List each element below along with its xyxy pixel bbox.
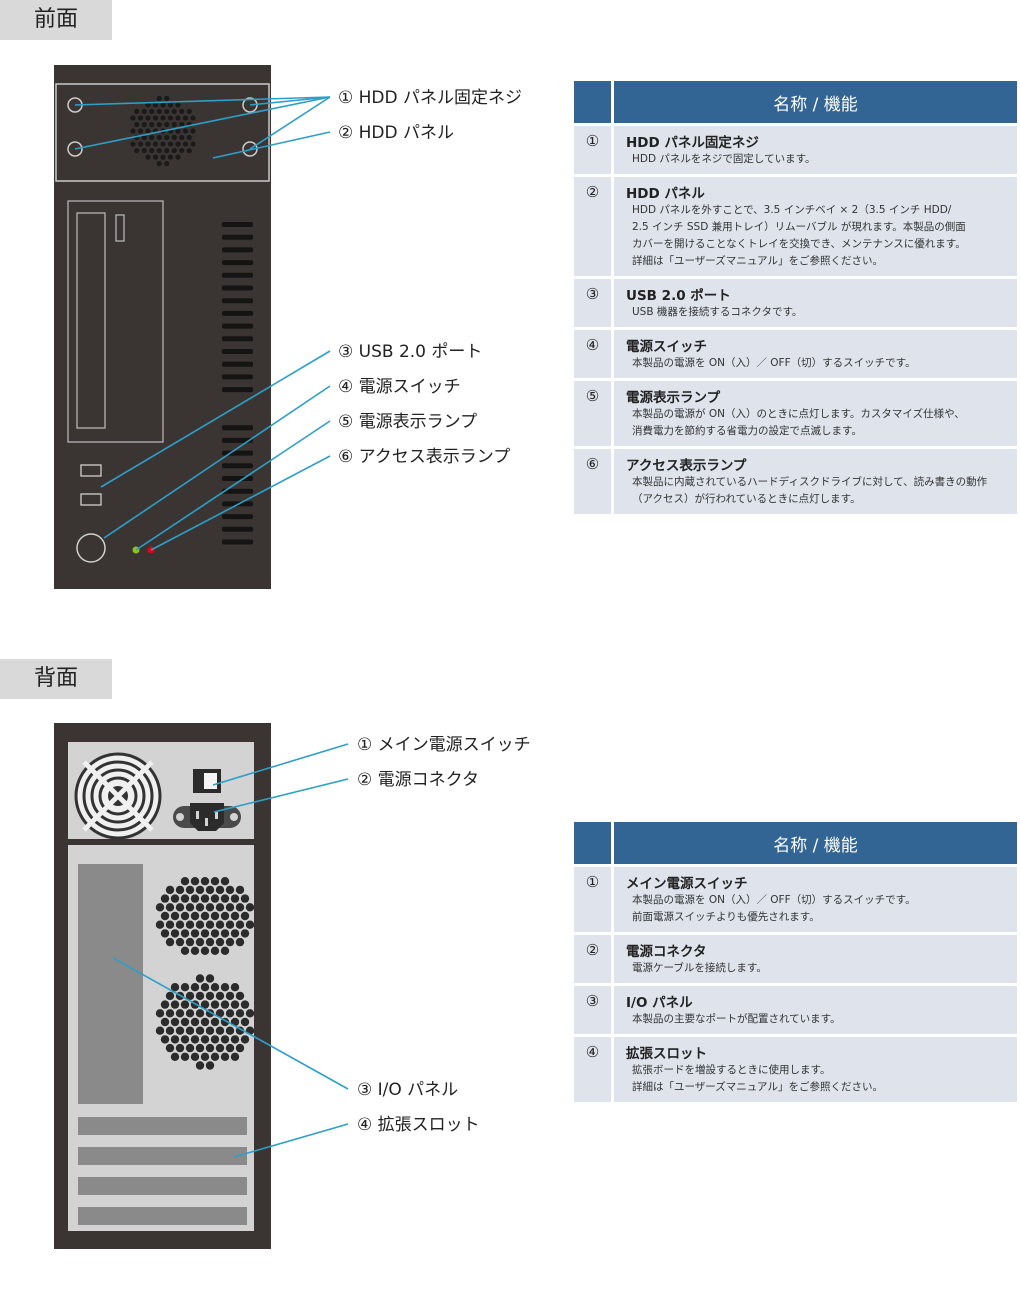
item-description: 本製品に内蔵されているハードディスクドライブに対して、読み書きの動作 （アクセス… <box>632 476 988 505</box>
callout-hdd-panel: ② HDD パネル <box>338 123 454 143</box>
table-row: ⑤ 電源表示ランプ本製品の電源が ON（入）のときに点灯します。カスタマイズ仕様… <box>574 379 1017 449</box>
usb-port-icon <box>80 493 102 506</box>
item-name: 電源スイッチ <box>626 339 707 355</box>
callout-power-switch: ④ 電源スイッチ <box>338 377 461 397</box>
callout-power-lamp: ⑤ 電源表示ランプ <box>338 412 477 432</box>
main-power-switch-icon <box>193 769 221 793</box>
drive-bay <box>67 200 164 443</box>
item-name: HDD パネル <box>626 186 705 202</box>
row-number: ④ <box>574 328 614 381</box>
row-number: ① <box>574 124 614 177</box>
front-spec-table: 名称 / 機能 ① HDD パネル固定ネジ HDD パネルをネジで固定しています。… <box>574 81 1017 517</box>
item-description: HDD パネルを外すことで、3.5 インチベイ × 2（3.5 インチ HDD/… <box>632 204 966 267</box>
item-description: 本製品の電源を ON（入）／ OFF（切）するスイッチです。 前面電源スイッチよ… <box>632 894 916 923</box>
table-header-title: 名称 / 機能 <box>612 822 1017 867</box>
callout-usb-port: ③ USB 2.0 ポート <box>338 342 482 362</box>
row-number: ③ <box>574 984 614 1037</box>
rear-vent-icon <box>155 877 255 1070</box>
table-row: ⑥ アクセス表示ランプ本製品に内蔵されているハードディスクドライブに対して、読み… <box>574 447 1017 517</box>
table-row: ③ I/O パネル本製品の主要なポートが配置されています。 <box>574 984 1017 1037</box>
front-diagram: ① HDD パネル固定ネジ ② HDD パネル ③ USB 2.0 ポート ④ … <box>0 60 560 600</box>
table-row: ② 電源コネクタ電源ケーブルを接続します。 <box>574 933 1017 986</box>
item-name: HDD パネル固定ネジ <box>626 135 759 151</box>
item-description: 本製品の電源が ON（入）のときに点灯します。カスタマイズ仕様や、 消費電力を節… <box>632 408 965 437</box>
item-name: 電源表示ランプ <box>626 390 721 406</box>
callout-expansion-slot: ④ 拡張スロット <box>357 1115 480 1135</box>
row-number: ⑥ <box>574 447 614 517</box>
leader-lines <box>74 96 331 551</box>
row-number: ① <box>574 865 614 935</box>
item-name: 拡張スロット <box>626 1046 707 1062</box>
table-row: ④ 拡張スロット拡張ボードを増設するときに使用します。 詳細は「ユーザーズマニュ… <box>574 1035 1017 1105</box>
item-description: 本製品の電源を ON（入）／ OFF（切）するスイッチです。 <box>632 357 916 369</box>
io-panel <box>78 864 143 1104</box>
side-vent-slots <box>222 222 253 545</box>
panel-vent-icon <box>130 95 196 167</box>
section-tab-front: 前面 <box>0 0 112 40</box>
item-name: アクセス表示ランプ <box>626 458 747 474</box>
callout-hdd-panel-screw: ① HDD パネル固定ネジ <box>338 88 522 108</box>
row-number: ⑤ <box>574 379 614 449</box>
row-number: ③ <box>574 277 614 330</box>
table-row: ② HDD パネル HDD パネルを外すことで、3.5 インチベイ × 2（3.5… <box>574 175 1017 279</box>
item-description: 本製品の主要なポートが配置されています。 <box>632 1013 841 1025</box>
table-header-num <box>574 822 614 867</box>
item-description: 電源ケーブルを接続します。 <box>632 962 767 974</box>
rear-spec-table: 名称 / 機能 ① メイン電源スイッチ本製品の電源を ON（入）／ OFF（切）… <box>574 822 1017 1105</box>
item-name: メイン電源スイッチ <box>626 876 748 892</box>
table-header-title: 名称 / 機能 <box>612 81 1017 126</box>
rear-diagram: ① メイン電源スイッチ ② 電源コネクタ ③ I/O パネル ④ 拡張スロット <box>0 715 560 1255</box>
table-row: ① HDD パネル固定ネジ HDD パネルをネジで固定しています。 <box>574 124 1017 177</box>
psu-fan-icon <box>74 752 162 840</box>
row-number: ④ <box>574 1035 614 1105</box>
item-description: USB 機器を接続するコネクタです。 <box>632 306 803 318</box>
table-row: ① メイン電源スイッチ本製品の電源を ON（入）／ OFF（切）するスイッチです… <box>574 865 1017 935</box>
callout-power-connector: ② 電源コネクタ <box>357 770 479 790</box>
table-row: ③ USB 2.0 ポート USB 機器を接続するコネクタです。 <box>574 277 1017 330</box>
usb-port-icon <box>80 464 102 477</box>
expansion-slots <box>78 1117 247 1225</box>
callout-io-panel: ③ I/O パネル <box>357 1080 458 1100</box>
table-row: ④ 電源スイッチ本製品の電源を ON（入）／ OFF（切）するスイッチです。 <box>574 328 1017 381</box>
callout-access-lamp: ⑥ アクセス表示ランプ <box>338 447 510 467</box>
row-number: ② <box>574 933 614 986</box>
power-inlet-icon <box>173 803 241 831</box>
table-header-num <box>574 81 614 126</box>
section-tab-rear: 背面 <box>0 659 112 699</box>
item-name: I/O パネル <box>626 995 693 1011</box>
power-button-icon <box>76 533 106 563</box>
callout-main-power-switch: ① メイン電源スイッチ <box>357 735 531 755</box>
leader-lines <box>112 743 349 1158</box>
item-description: 拡張ボードを増設するときに使用します。 詳細は「ユーザーズマニュアル」をご参照く… <box>632 1064 883 1093</box>
item-name: USB 2.0 ポート <box>626 288 731 304</box>
item-description: HDD パネルをネジで固定しています。 <box>632 153 816 165</box>
row-number: ② <box>574 175 614 279</box>
item-name: 電源コネクタ <box>626 944 707 960</box>
